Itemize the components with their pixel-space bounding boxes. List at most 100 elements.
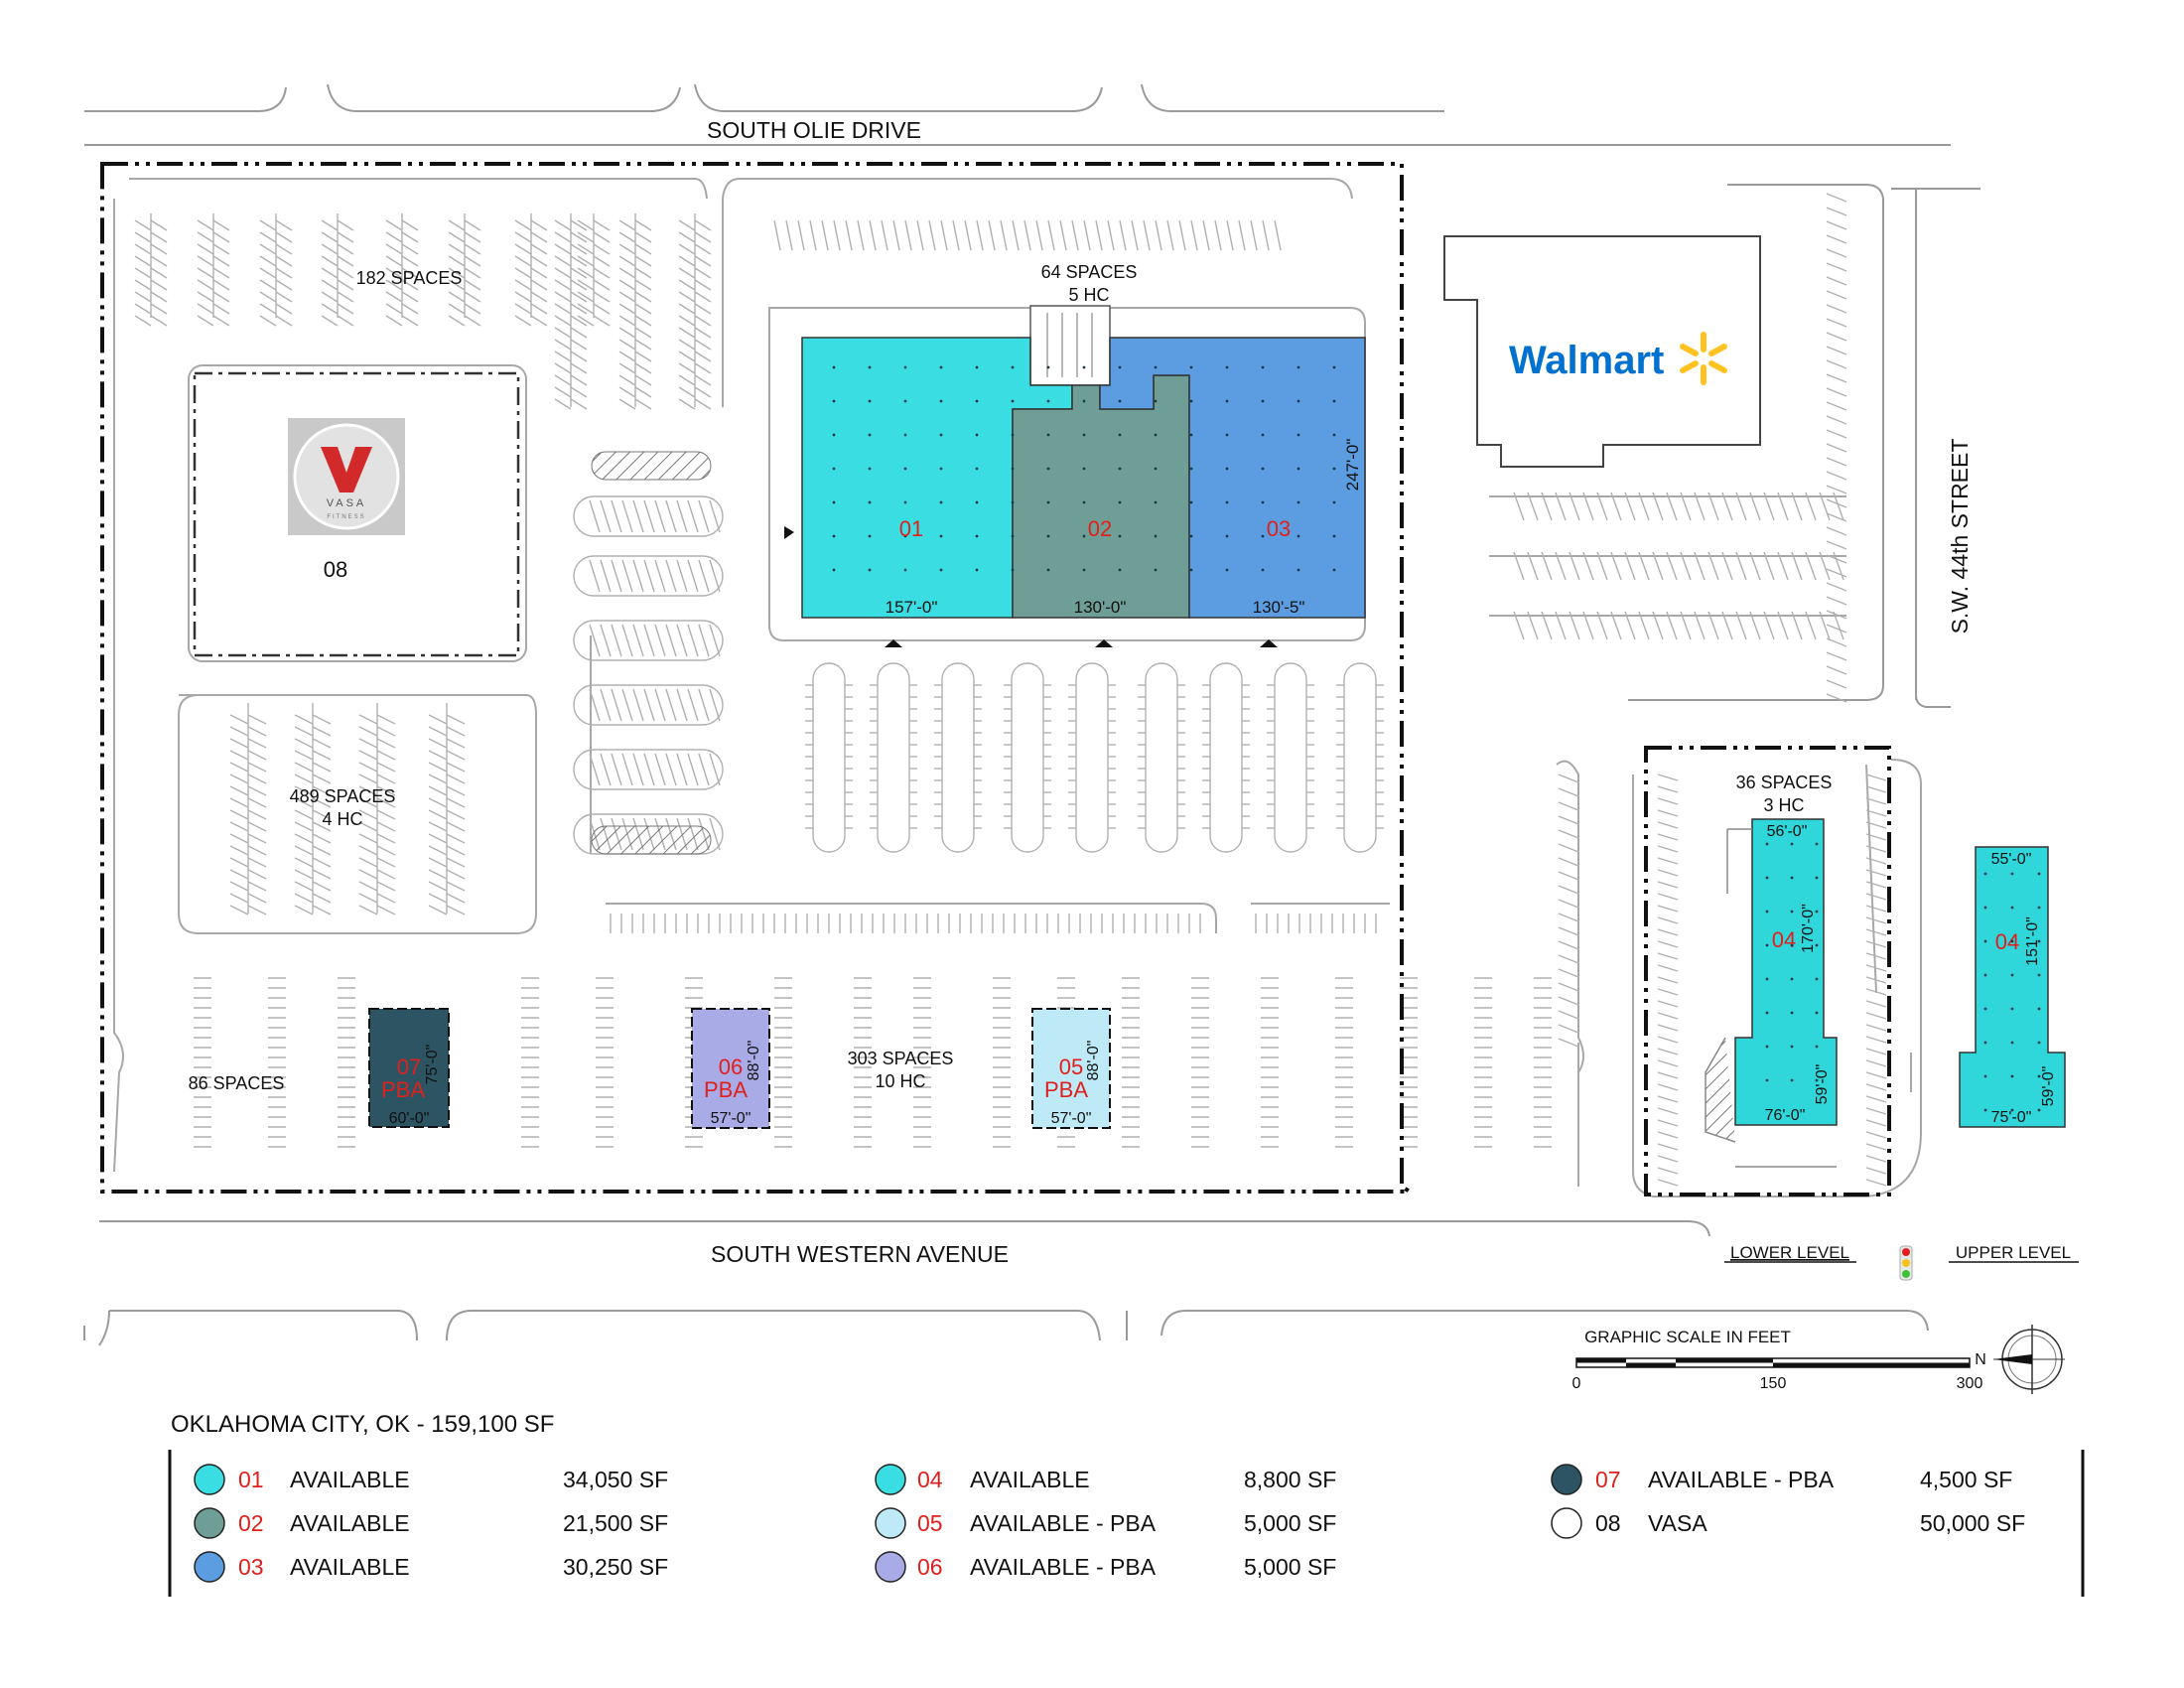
svg-text:GRAPHIC SCALE IN FEET: GRAPHIC SCALE IN FEET: [1584, 1328, 1791, 1346]
svg-text:57'-0": 57'-0": [1051, 1110, 1092, 1127]
legend-sf: 5,000 SF: [1244, 1510, 1336, 1536]
svg-text:04: 04: [1995, 929, 2019, 954]
traffic-light-icon: [1899, 1245, 1913, 1281]
lower-level-label: LOWER LEVEL: [1730, 1243, 1849, 1262]
legend-swatch: [1551, 1507, 1582, 1539]
vasa-pad: VASA FITNESS 08: [193, 371, 520, 657]
svg-text:PBA: PBA: [381, 1077, 425, 1102]
legend-number: 06: [917, 1554, 943, 1580]
legend-sf: 8,800 SF: [1244, 1467, 1336, 1492]
svg-text:FITNESS: FITNESS: [327, 514, 365, 520]
street-east: S.W. 44th STREET: [1947, 439, 1973, 634]
svg-text:170'-0": 170'-0": [1800, 904, 1817, 953]
anchor-building: 01 02 03 157'-0" 130'-0" 130'-5" 247'-0": [784, 305, 1366, 647]
svg-text:04: 04: [1772, 927, 1796, 952]
column-grid-04: [1765, 842, 2041, 1112]
svg-text:88'-0": 88'-0": [746, 1041, 762, 1081]
parking-489: 489 SPACES: [290, 786, 396, 806]
legend-status: AVAILABLE: [290, 1554, 410, 1580]
svg-text:06: 06: [719, 1055, 743, 1079]
vasa-pad-number: 08: [324, 557, 347, 582]
unit-04-upper: 55'-0" 04 151'-0" 59'-0" 75'-0": [1959, 846, 2066, 1128]
legend-swatch: [875, 1507, 906, 1539]
parking-64-hc: 5 HC: [1068, 285, 1109, 305]
street-north: SOUTH OLIE DRIVE: [707, 117, 921, 143]
legend-item-08: 08 VASA 50,000 SF: [1551, 1507, 2025, 1539]
legend-item-01: 01 AVAILABLE 34,050 SF: [194, 1464, 668, 1495]
svg-text:60'-0": 60'-0": [389, 1110, 430, 1127]
svg-text:PBA: PBA: [1044, 1077, 1088, 1102]
legend-number: 07: [1595, 1467, 1621, 1492]
unit-02-label: 02: [1088, 516, 1112, 541]
north-arrow-icon: N: [1975, 1325, 2065, 1394]
legend-number: 02: [238, 1510, 264, 1536]
pad-06: 06 PBA 88'-0" 57'-0": [691, 1008, 770, 1129]
svg-text:07: 07: [397, 1055, 421, 1079]
pad-05: 05 PBA 88'-0" 57'-0": [1031, 1008, 1111, 1129]
entrance-markers: [784, 526, 1278, 647]
svg-text:57'-0": 57'-0": [711, 1110, 751, 1127]
legend-status: VASA: [1648, 1510, 1707, 1536]
unit-01-label: 01: [899, 516, 923, 541]
walmart-spark-icon: [1680, 332, 1727, 385]
legend-status: AVAILABLE: [290, 1510, 410, 1536]
legend-swatch: [194, 1551, 225, 1583]
street-south: SOUTH WESTERN AVENUE: [711, 1241, 1009, 1267]
legend-status: AVAILABLE: [290, 1467, 410, 1492]
legend-number: 03: [238, 1554, 264, 1580]
svg-text:59'-0": 59'-0": [2040, 1066, 2057, 1107]
legend-number: 05: [917, 1510, 943, 1536]
legend-sf: 34,050 SF: [563, 1467, 668, 1492]
property-boundary: [100, 162, 1891, 1196]
legend-status: AVAILABLE - PBA: [1648, 1467, 1835, 1492]
legend-swatch: [1551, 1464, 1582, 1495]
svg-text:75'-0": 75'-0": [424, 1045, 441, 1085]
svg-text:VASA: VASA: [327, 497, 367, 509]
svg-text:0: 0: [1572, 1375, 1581, 1392]
parking-303: 303 SPACES: [848, 1049, 954, 1068]
svg-text:55'-0": 55'-0": [1991, 851, 2032, 868]
column-grid: [832, 365, 1336, 572]
svg-text:05: 05: [1059, 1055, 1083, 1079]
property-summary: OKLAHOMA CITY, OK - 159,100 SF: [171, 1411, 554, 1438]
unit-02: [1012, 374, 1190, 619]
unit-03-width: 130'-5": [1253, 598, 1305, 617]
parking-64: 64 SPACES: [1041, 262, 1138, 282]
legend-sf: 30,250 SF: [563, 1554, 668, 1580]
parking-182: 182 SPACES: [356, 268, 463, 288]
svg-text:76'-0": 76'-0": [1765, 1107, 1806, 1124]
legend-status: AVAILABLE - PBA: [970, 1554, 1157, 1580]
legend-number: 04: [917, 1467, 943, 1492]
legend-swatch: [194, 1464, 225, 1495]
legend-sf: 50,000 SF: [1920, 1510, 2025, 1536]
svg-text:151'-0": 151'-0": [2024, 916, 2041, 966]
graphic-scale: GRAPHIC SCALE IN FEET 0 150 300: [1572, 1328, 1983, 1392]
upper-level-label: UPPER LEVEL: [1956, 1243, 2071, 1262]
legend-status: AVAILABLE - PBA: [970, 1510, 1157, 1536]
svg-text:75'-0": 75'-0": [1991, 1109, 2032, 1126]
svg-text:88'-0": 88'-0": [1085, 1041, 1102, 1081]
unit-02-width: 130'-0": [1074, 598, 1127, 617]
parking-86: 86 SPACES: [189, 1073, 285, 1093]
legend-item-04: 04 AVAILABLE 8,800 SF: [875, 1464, 1336, 1495]
legend-item-02: 02 AVAILABLE 21,500 SF: [194, 1507, 668, 1539]
walmart-logo-text: Walmart: [1509, 339, 1664, 382]
parking-303-hc: 10 HC: [875, 1071, 925, 1091]
vasa-v-icon: [321, 447, 372, 492]
unit-04-lower: 56'-0" 04 170'-0" 59'-0" 76'-0": [1705, 818, 1838, 1168]
unit-03-depth: 247'-0": [1343, 439, 1362, 492]
parking-stalls: [134, 193, 1887, 1187]
unit-01-width: 157'-0": [886, 598, 938, 617]
svg-text:150: 150: [1760, 1375, 1787, 1392]
parking-36-hc: 3 HC: [1763, 795, 1804, 815]
svg-text:56'-0": 56'-0": [1767, 823, 1808, 840]
svg-text:300: 300: [1957, 1375, 1983, 1392]
legend-sf: 4,500 SF: [1920, 1467, 2012, 1492]
legend-number: 01: [238, 1467, 264, 1492]
legend-status: AVAILABLE: [970, 1467, 1090, 1492]
walmart-building: Walmart: [1443, 235, 1761, 468]
legend-sf: 21,500 SF: [563, 1510, 668, 1536]
legend-number: 08: [1595, 1510, 1621, 1536]
